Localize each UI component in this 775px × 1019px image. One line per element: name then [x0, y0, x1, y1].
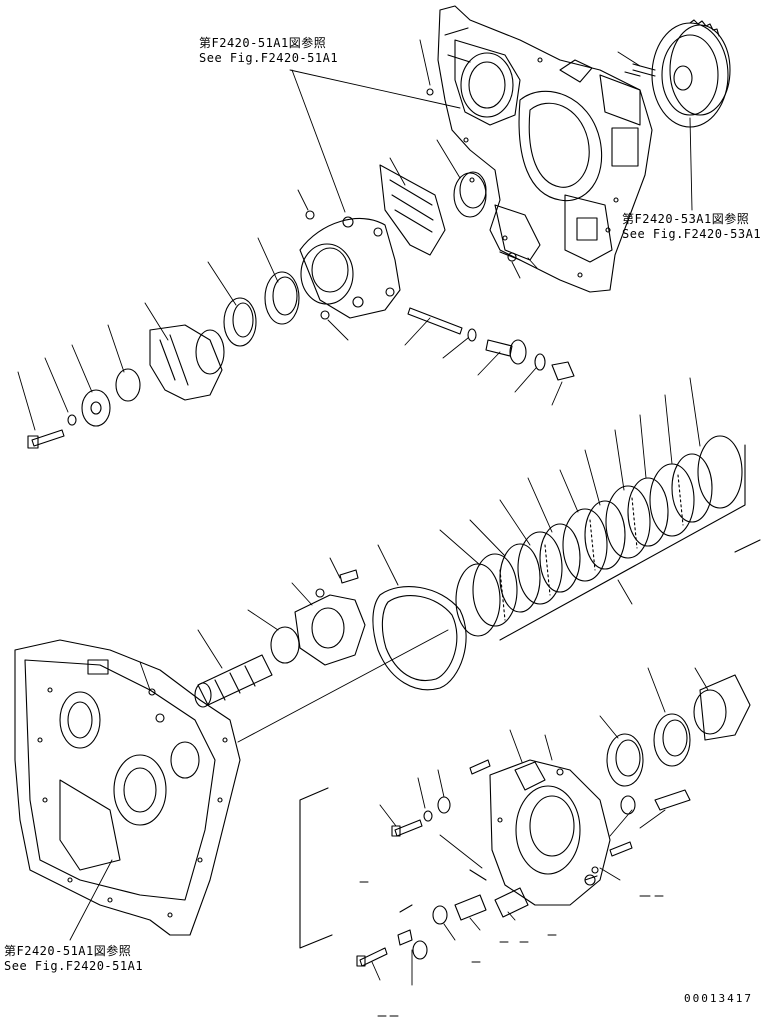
clutch-group-bracket [500, 445, 760, 640]
reference-note-top: 第F2420-51A1図参照 See Fig.F2420-51A1 [199, 36, 338, 66]
lower-group-bracket [300, 788, 332, 948]
upper-ring-gear [625, 20, 730, 127]
reference-note-bottom: 第F2420-51A1図参照 See Fig.F2420-51A1 [4, 944, 143, 974]
upper-shaft-parts [408, 308, 574, 380]
bearing-retainer [300, 217, 400, 318]
lower-right-bearings [607, 675, 750, 814]
lower-retainer [295, 570, 365, 665]
reference-note-right-jp: 第F2420-53A1図参照 [622, 212, 750, 226]
reference-note-bottom-jp: 第F2420-51A1図参照 [4, 944, 132, 958]
leader-lines [18, 40, 708, 985]
upper-small-parts [306, 89, 520, 319]
lower-right-fasteners [357, 760, 632, 966]
seal-and-bearing [224, 272, 299, 346]
upper-case-housing [438, 6, 652, 292]
reference-note-top-jp: 第F2420-51A1図参照 [199, 36, 327, 50]
clutch-disc-stack [456, 436, 742, 636]
cover-gasket [373, 587, 466, 690]
reference-note-bottom-en: See Fig.F2420-51A1 [4, 959, 144, 973]
lower-right-housing [490, 760, 610, 905]
upper-left-fasteners [28, 369, 140, 448]
drawing-number: 00013417 [684, 992, 753, 1005]
reference-note-right-en: See Fig.F2420-53A1 [622, 227, 762, 241]
reference-note-top-en: See Fig.F2420-51A1 [199, 51, 339, 65]
callout-dashes [360, 882, 663, 1016]
lower-case-housing [15, 640, 240, 935]
coupling-yoke [150, 325, 224, 400]
splined-sleeve [195, 627, 299, 707]
reference-note-right: 第F2420-53A1図参照 See Fig.F2420-53A1 [622, 212, 761, 242]
